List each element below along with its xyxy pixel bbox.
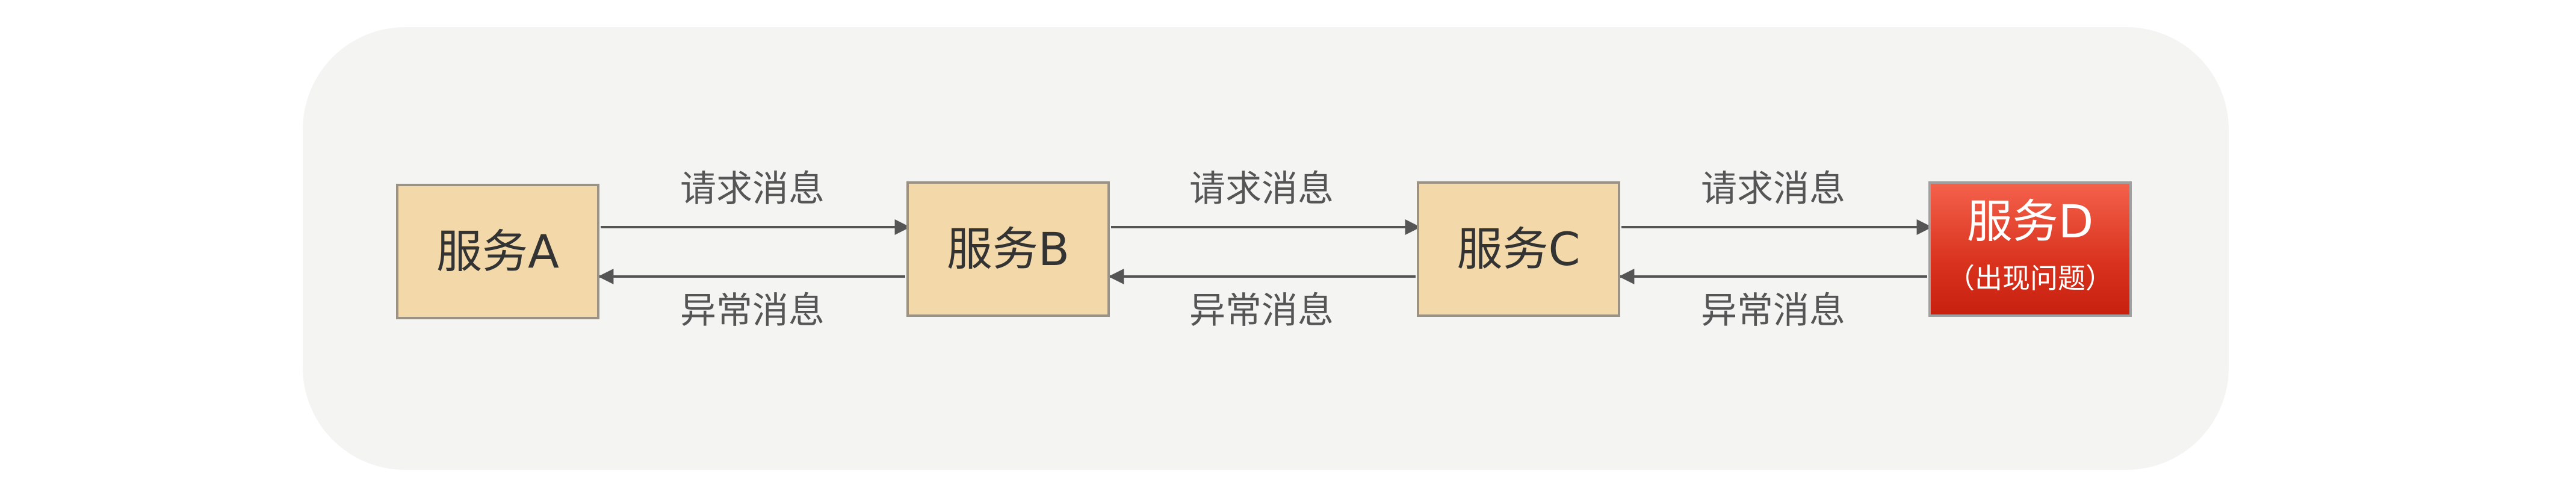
service-d-node: 服务D （出现问题） [1928, 181, 2132, 317]
service-a-node: 服务A [396, 184, 599, 319]
edge-label-request-a-b: 请求消息 [680, 168, 825, 210]
edge-label-error-c-b: 异常消息 [1189, 290, 1334, 332]
service-d-label: 服务D [1966, 194, 2094, 248]
service-d-status: （出现问题） [1947, 261, 2113, 295]
service-b-label: 服务B [946, 222, 1070, 276]
edge-label-error-d-c: 异常消息 [1701, 290, 1845, 332]
service-a-label: 服务A [436, 224, 559, 278]
edge-label-request-b-c: 请求消息 [1189, 168, 1334, 210]
diagram-panel [303, 27, 2229, 470]
service-b-node: 服务B [906, 181, 1110, 317]
service-c-node: 服务C [1417, 181, 1620, 317]
edge-label-request-c-d: 请求消息 [1701, 168, 1845, 210]
service-c-label: 服务C [1457, 222, 1581, 276]
edge-label-error-b-a: 异常消息 [680, 290, 825, 332]
